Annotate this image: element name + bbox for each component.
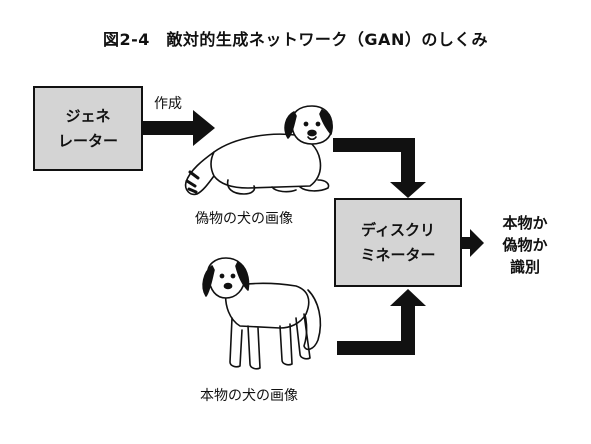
- generator-label-line1: ジェネ: [65, 106, 111, 125]
- discriminator-box: ディスクリ ミネーター: [334, 198, 462, 287]
- output-line1: 本物か: [502, 214, 548, 232]
- generator-label-line2: レーター: [57, 131, 118, 150]
- arrow-generator-to-fake: [143, 110, 215, 146]
- discriminator-label-line2: ミネーター: [360, 245, 436, 264]
- real-dog-icon: [202, 257, 322, 370]
- fake-image-label: 偽物の犬の画像: [195, 211, 293, 227]
- real-image-label: 本物の犬の画像: [200, 388, 298, 404]
- create-label: 作成: [154, 96, 182, 112]
- arrow-real-to-discriminator: [337, 289, 426, 355]
- figure-title: 図2-4 敵対的生成ネットワーク（GAN）のしくみ: [103, 30, 488, 49]
- output-line2: 偽物か: [502, 236, 548, 254]
- fake-dog-icon: [184, 105, 333, 196]
- output-label: 本物か 偽物か 識別: [480, 212, 570, 278]
- arrow-fake-to-discriminator: [333, 138, 426, 198]
- generator-box: ジェネ レーター: [33, 86, 143, 171]
- arrow-discriminator-to-output: [462, 229, 484, 257]
- discriminator-label-line1: ディスクリ: [361, 220, 435, 239]
- output-line3: 識別: [509, 258, 540, 276]
